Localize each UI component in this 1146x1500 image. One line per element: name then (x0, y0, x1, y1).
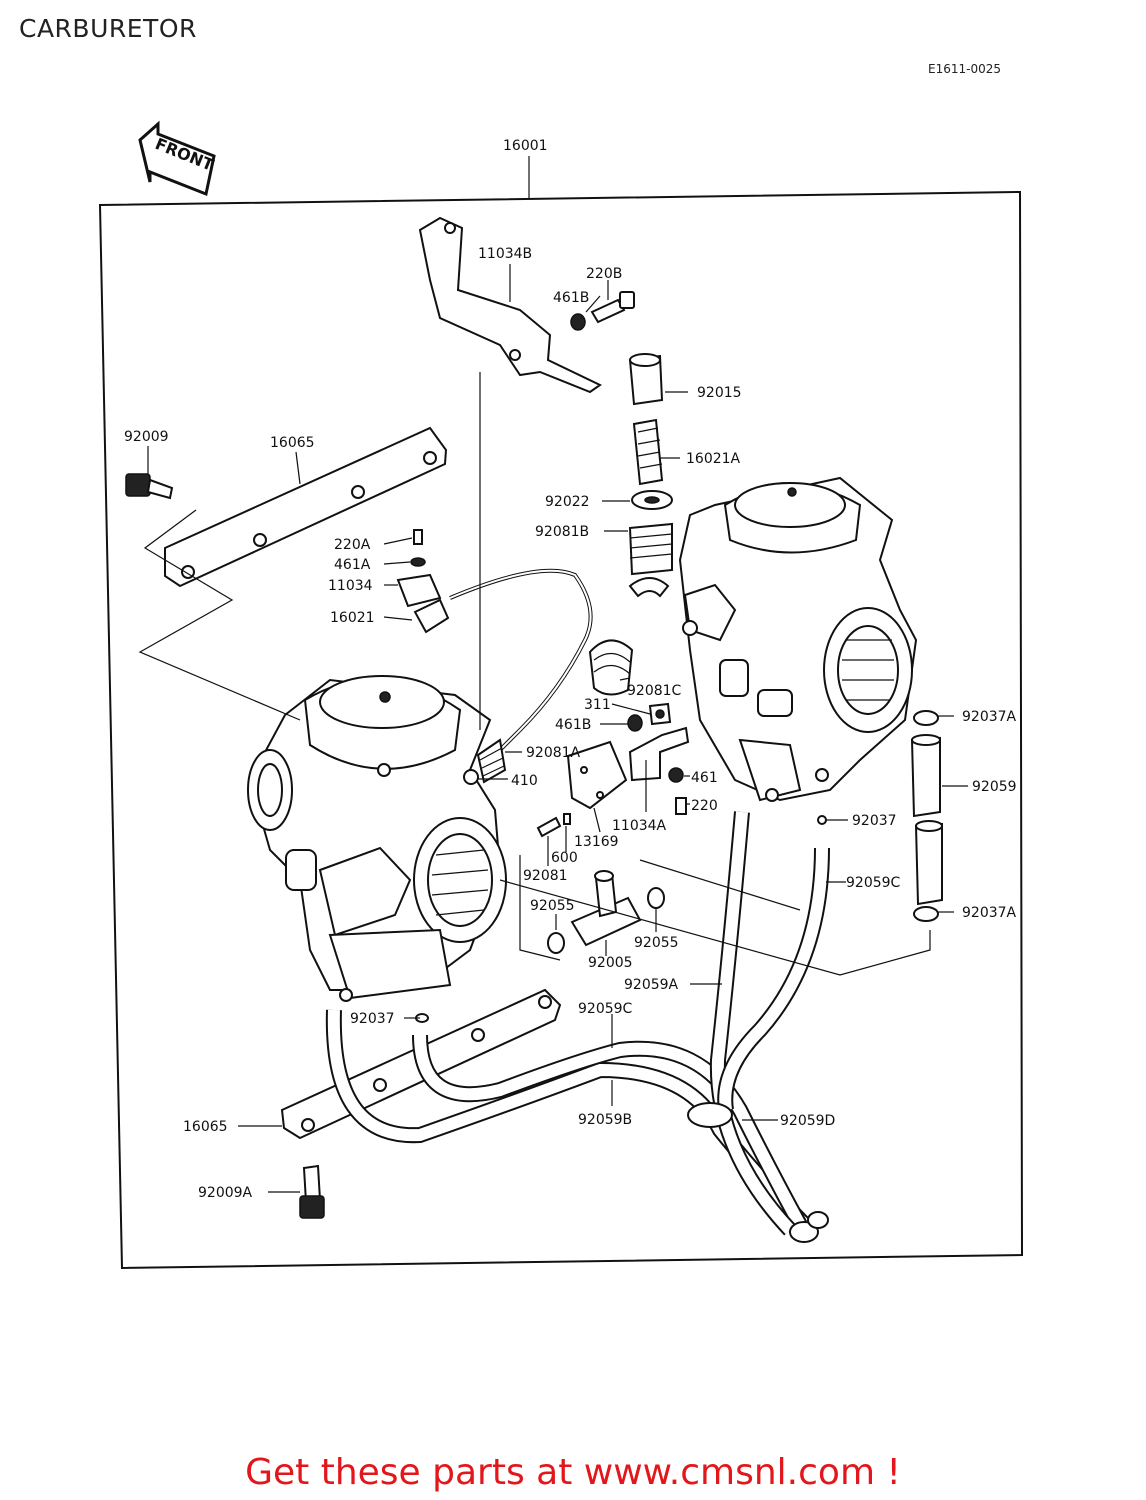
label-311: 311 (584, 697, 611, 713)
label-461a: 461A (334, 557, 371, 573)
label-92009: 92009 (124, 429, 169, 445)
spring-92081a (463, 738, 507, 785)
label-16065-bottom: 16065 (183, 1119, 228, 1135)
label-16021a: 16021A (686, 451, 741, 467)
label-92037a-top: 92037A (962, 709, 1017, 725)
label-92037-left: 92037 (350, 1011, 395, 1027)
label-92059: 92059 (972, 779, 1017, 795)
mounting-plate-top (164, 426, 448, 588)
label-11034b: 11034B (478, 246, 532, 262)
label-92081c: 92081C (627, 683, 682, 699)
label-92059c-right: 92059C (846, 875, 901, 891)
fitting-92005 (547, 870, 665, 954)
label-16021: 16021 (330, 610, 375, 626)
bolt-92009 (125, 473, 174, 500)
choke-plunger-stack (628, 353, 673, 598)
label-92059c-bottom: 92059C (578, 1001, 633, 1017)
boot-92081c (588, 639, 672, 732)
choke-cable (396, 529, 593, 754)
label-92022: 92022 (545, 494, 590, 510)
label-220a: 220A (334, 537, 371, 553)
label-92037a-bottom: 92037A (962, 905, 1017, 921)
label-92081b: 92081B (535, 524, 589, 540)
label-410: 410 (511, 773, 538, 789)
label-461: 461 (691, 770, 718, 786)
part-labels: 16001 11034B 220B 461B 92015 92009 16065… (124, 138, 1017, 1201)
drain-hoses (325, 811, 830, 1243)
carburetor-left (247, 675, 507, 1002)
label-16001: 16001 (503, 138, 548, 154)
label-461b: 461B (553, 290, 589, 306)
label-11034: 11034 (328, 578, 373, 594)
label-92009a: 92009A (198, 1185, 253, 1201)
assembly-frame (98, 190, 1024, 1270)
label-92037-right: 92037 (852, 813, 897, 829)
jets (536, 813, 571, 838)
label-92005: 92005 (588, 955, 633, 971)
label-92059b: 92059B (578, 1112, 632, 1128)
label-92055-right: 92055 (634, 935, 679, 951)
plate-13169 (566, 726, 690, 815)
label-92015: 92015 (697, 385, 742, 401)
hose-92059 (817, 710, 943, 922)
bolt-92009a (299, 1164, 325, 1219)
label-220b: 220B (586, 266, 622, 282)
screw-220b (570, 291, 635, 331)
label-600: 600 (551, 850, 578, 866)
promo-link[interactable]: Get these parts at www.cmsnl.com ! (245, 1452, 901, 1493)
label-220: 220 (691, 798, 718, 814)
leader-lines (138, 156, 968, 1193)
label-11034a: 11034A (612, 818, 667, 834)
label-13169: 13169 (574, 834, 619, 850)
label-16065: 16065 (270, 435, 315, 451)
label-92059a: 92059A (624, 977, 679, 993)
carburetor-right (678, 476, 918, 802)
label-92081a: 92081A (526, 745, 581, 761)
page-title: CARBURETOR (19, 14, 197, 43)
label-92059d: 92059D (780, 1113, 835, 1129)
label-92081: 92081 (523, 868, 568, 884)
bracket-11034b (418, 216, 602, 394)
drawing-code: E1611-0025 (928, 62, 1001, 76)
label-461b-mid: 461B (555, 717, 591, 733)
label-92055-left: 92055 (530, 898, 575, 914)
front-arrow-icon: FRONT (138, 120, 216, 197)
